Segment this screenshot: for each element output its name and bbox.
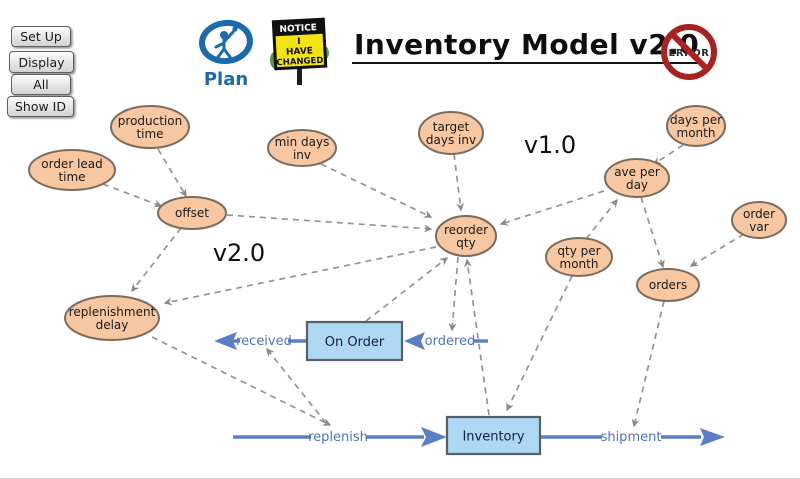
node-ellipse-production-time[interactable] (110, 105, 190, 149)
causal-link-target-days-inv-to-reorder-qty (453, 153, 465, 212)
node-offset[interactable]: offset (157, 196, 227, 230)
stock-label-on-order: On Order (325, 335, 385, 350)
node-ellipse-offset[interactable] (157, 196, 227, 230)
page-title: Inventory Model v2.0 (352, 28, 704, 64)
node-label-production-time-1: time (136, 127, 163, 141)
node-ellipse-order-var[interactable] (731, 201, 787, 239)
notice-line-3: CHANGED (276, 56, 323, 68)
node-label-target-days-inv-1: days inv (426, 133, 476, 147)
node-ellipse-orders[interactable] (636, 268, 700, 302)
causal-link-days-per-month-to-ave-per-day (652, 144, 684, 165)
node-label-qty-per-month-0: qty per (557, 244, 600, 258)
node-label-order-lead-time-1: time (58, 170, 85, 184)
annotation-v2: v2.0 (213, 239, 265, 267)
node-label-order-lead-time-0: order lead (41, 157, 103, 171)
causal-link-offset-to-replenishment-delay (131, 227, 182, 293)
notice-header-text: NOTICE (279, 23, 317, 35)
node-ellipse-ave-per-day[interactable] (604, 158, 670, 198)
node-ellipse-reorder-qty[interactable] (435, 215, 497, 257)
node-orders[interactable]: orders (636, 268, 700, 302)
stock-rect-on-order[interactable] (305, 320, 404, 362)
node-ellipse-min-days-inv[interactable] (267, 129, 337, 167)
flow-arrowhead-shipment-head (700, 428, 725, 446)
causal-link-ave-per-day-to-reorder-qty (499, 190, 605, 226)
causal-link-inventory-to-reorder-qty (464, 258, 490, 416)
stock-on-order[interactable]: On Order (305, 320, 404, 362)
node-label-min-days-inv-1: inv (293, 148, 311, 162)
node-label-replenishment-delay-1: delay (96, 318, 129, 332)
display-button[interactable]: Display (9, 51, 74, 73)
plan-logo-ring (199, 19, 253, 65)
causal-link-order-var-to-orders (689, 233, 745, 267)
node-label-min-days-inv-0: min days (275, 135, 330, 149)
causal-link-on-order-to-reorder-qty (365, 257, 449, 322)
plan-logo-text: Plan (204, 69, 248, 90)
causal-link-replenishment-delay-to-replenish (151, 336, 332, 426)
node-label-target-days-inv-0: target (433, 120, 470, 134)
node-label-production-time-0: production (118, 114, 182, 128)
node-label-reorder-qty-0: reorder (444, 223, 488, 237)
node-label-days-per-month-0: days per (670, 113, 722, 127)
node-label-offset-0: offset (175, 206, 209, 220)
showid-button[interactable]: Show ID (7, 96, 74, 117)
causal-link-offset-to-reorder-qty (226, 214, 433, 233)
flow-arrowhead-inventory-head (421, 427, 447, 447)
node-label-orders-0: orders (649, 278, 687, 292)
node-ellipse-qty-per-month[interactable] (545, 237, 613, 277)
node-label-qty-per-month-1: month (560, 257, 599, 271)
annotation-v1: v1.0 (524, 131, 576, 159)
causal-link-production-time-to-offset (157, 148, 187, 198)
notice-line-1: I (297, 37, 301, 47)
causal-link-ave-per-day-to-orders (640, 196, 665, 269)
causal-link-min-days-inv-to-reorder-qty (320, 163, 433, 218)
flow-label-ordered[interactable]: ordered (425, 334, 476, 349)
flow-label-received[interactable]: received (236, 334, 292, 349)
all-button[interactable]: All (11, 74, 71, 95)
causal-link-qty-per-month-to-inventory (506, 275, 573, 412)
causal-link-reorder-qty-to-replenishment-delay (163, 246, 437, 306)
node-label-order-var-1: var (749, 220, 768, 234)
stock-inventory[interactable]: Inventory (445, 415, 542, 456)
node-label-ave-per-day-1: day (626, 178, 648, 192)
causal-link-reorder-qty-to-ordered (448, 256, 459, 332)
node-label-reorder-qty-1: qty (456, 236, 475, 250)
node-label-replenishment-delay-0: replenishment (69, 305, 156, 319)
node-label-order-var-0: order (743, 207, 775, 221)
node-ellipse-replenishment-delay[interactable] (64, 295, 160, 341)
notice-sign-board: NOTICE I HAVE CHANGED (271, 17, 328, 71)
flow-arrowhead-received-head (214, 332, 237, 350)
node-ellipse-target-days-inv[interactable] (418, 111, 484, 155)
flow-arrowhead-ordered-head (404, 332, 425, 350)
node-ellipse-days-per-month[interactable] (666, 105, 726, 147)
node-label-days-per-month-1: month (677, 126, 716, 140)
error-icon: ERROR (661, 24, 717, 80)
causal-link-qty-per-month-to-ave-per-day (585, 198, 618, 240)
flow-label-shipment[interactable]: shipment (601, 430, 662, 445)
causal-link-replenish-to-received (266, 347, 327, 424)
setup-button[interactable]: Set Up (11, 26, 71, 47)
causal-link-orders-to-shipment (631, 300, 665, 428)
notice-line-2: HAVE (286, 46, 313, 57)
causal-link-order-lead-time-to-offset (102, 183, 163, 208)
node-ellipse-order-lead-time[interactable] (28, 149, 116, 191)
flow-label-replenish[interactable]: replenish (308, 430, 368, 445)
stock-label-inventory: Inventory (462, 430, 524, 445)
stock-rect-inventory[interactable] (445, 415, 542, 456)
plan-logo: Plan (199, 19, 253, 90)
node-label-ave-per-day-0: ave per (614, 165, 660, 179)
plan-logo-figure (214, 26, 238, 59)
notice-sign: NOTICE I HAVE CHANGED (270, 17, 329, 85)
